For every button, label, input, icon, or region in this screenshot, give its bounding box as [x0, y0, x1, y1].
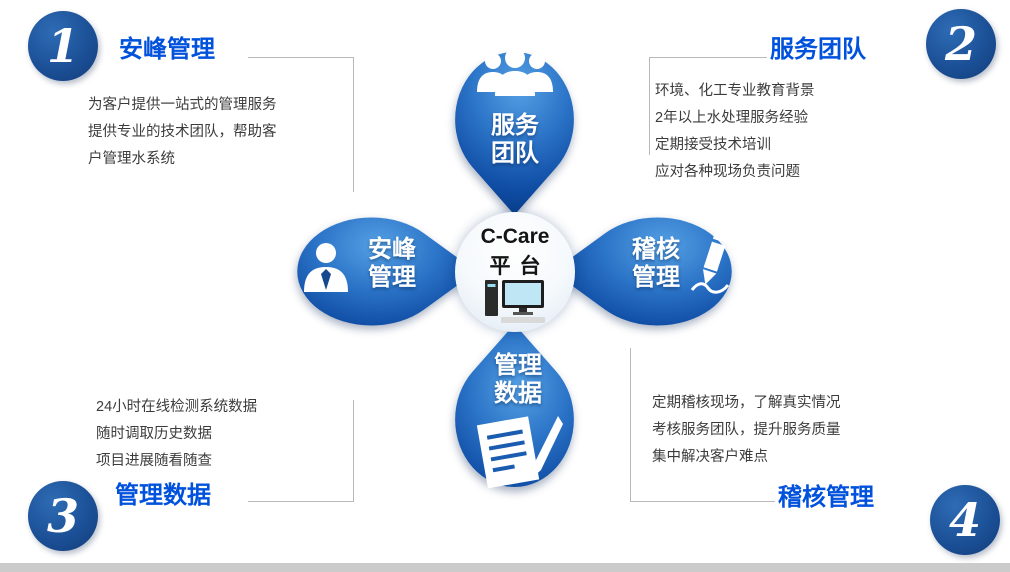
petal-label-line: 团队 — [491, 140, 539, 167]
footer-divider-bar — [0, 563, 1010, 572]
corner-number-text: 4 — [948, 493, 981, 547]
text-line: 提供专业的技术团队，帮助客 — [88, 124, 277, 140]
text-line: 项目进展随看随查 — [96, 453, 212, 469]
petal-label-line: 服务 — [491, 112, 539, 139]
heading-audit-management: 稽核管理 — [778, 484, 874, 511]
text-block-management-data: 24小时在线检测系统数据 随时调取历史数据 项目进展随看随查 — [96, 394, 257, 475]
petal-label-line: 管理 — [494, 352, 542, 379]
text-line: 定期接受技术培训 — [655, 137, 771, 153]
text-block-audit-management: 定期稽核现场，了解真实情况 考核服务团队，提升服务质量 集中解决客户难点 — [652, 390, 841, 471]
manager-icon — [298, 240, 354, 301]
center-platform-hub: C-Care 平台 — [455, 212, 575, 332]
corner-number-text: 2 — [944, 17, 977, 71]
text-block-service-team: 环境、化工专业教育背景 2年以上水处理服务经验 定期接受技术培训 应对各种现场负… — [655, 78, 815, 186]
text-line: 考核服务团队，提升服务质量 — [652, 422, 841, 438]
petal-label-service-team: 服务 团队 — [455, 112, 575, 168]
petal-label-audit-management: 稽核 管理 — [616, 236, 696, 292]
text-line: 随时调取历史数据 — [96, 426, 212, 442]
corner-number-text: 1 — [46, 19, 79, 73]
text-line: 环境、化工专业教育背景 — [655, 83, 815, 99]
corner-number-4: 4 — [930, 485, 1000, 555]
heading-service-team: 服务团队 — [770, 36, 866, 63]
heading-management-data: 管理数据 — [115, 482, 211, 509]
connector-line — [353, 57, 354, 192]
connector-line — [630, 348, 631, 502]
connector-line — [353, 400, 354, 502]
corner-number-text: 3 — [46, 489, 79, 543]
connector-line — [248, 57, 354, 58]
petal-label-line: 稽核 — [632, 236, 680, 263]
petal-label-anfeng-management: 安峰 管理 — [352, 236, 432, 292]
text-block-anfeng-management: 为客户提供一站式的管理服务 提供专业的技术团队，帮助客 户管理水系统 — [88, 92, 277, 173]
connector-line — [649, 57, 650, 155]
corner-number-3: 3 — [28, 481, 98, 551]
pencil-icon — [688, 230, 740, 303]
computer-icon — [483, 278, 547, 329]
text-line: 户管理水系统 — [88, 151, 175, 167]
heading-anfeng-management: 安峰管理 — [119, 36, 215, 63]
text-line: 集中解决客户难点 — [652, 449, 768, 465]
document-pen-icon — [470, 412, 566, 501]
platform-label: 平台 — [489, 255, 550, 278]
connector-line — [649, 57, 767, 58]
text-line: 24小时在线检测系统数据 — [96, 399, 258, 415]
team-icon — [473, 48, 557, 105]
petal-label-line: 管理 — [368, 264, 416, 291]
petal-label-line: 安峰 — [368, 236, 416, 263]
petal-label-management-data: 管理 数据 — [458, 352, 578, 408]
platform-name: C-Care — [480, 225, 550, 248]
corner-number-1: 1 — [28, 11, 98, 81]
text-line: 2年以上水处理服务经验 — [655, 110, 809, 126]
text-line: 定期稽核现场，了解真实情况 — [652, 395, 841, 411]
petal-label-line: 管理 — [632, 264, 680, 291]
text-line: 为客户提供一站式的管理服务 — [88, 97, 277, 113]
corner-number-2: 2 — [926, 9, 996, 79]
text-line: 应对各种现场负责问题 — [655, 164, 800, 180]
connector-line — [248, 501, 354, 502]
connector-line — [630, 501, 775, 502]
petal-label-line: 数据 — [494, 380, 542, 407]
